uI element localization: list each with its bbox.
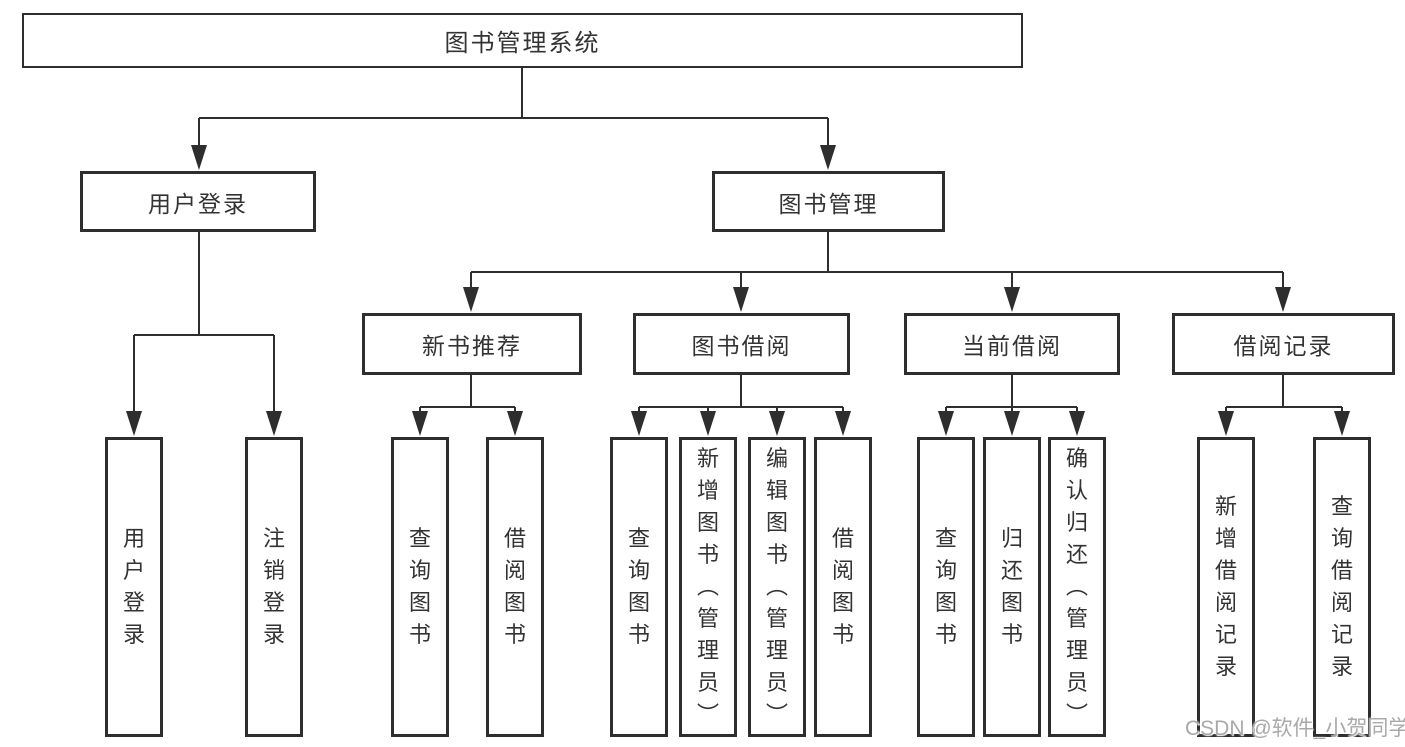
leaf-logout: 注 销 登 录 bbox=[245, 437, 303, 737]
leaf-query-books-current: 查 询 图 书 bbox=[917, 437, 975, 737]
node-label: 查 询 图 书 bbox=[408, 526, 431, 647]
node-label: 用 户 登 录 bbox=[122, 526, 145, 647]
node-label: 当前借阅 bbox=[962, 333, 1062, 359]
leaf-borrow-books: 借 阅 图 书 bbox=[814, 437, 872, 737]
node-label: 借阅记录 bbox=[1233, 333, 1334, 359]
node-label: 图书管理系统 bbox=[444, 30, 601, 57]
leaf-confirm-return-admin: 确 认 归 还 ︵ 管 理 员 ︶ bbox=[1048, 437, 1106, 737]
node-label: 查 询 借 阅 记 录 bbox=[1330, 494, 1353, 679]
leaf-edit-books-admin: 编 辑 图 书 ︵ 管 理 员 ︶ bbox=[748, 437, 806, 737]
leaf-user-login: 用 户 登 录 bbox=[105, 437, 163, 737]
node-book-borrowing: 图书借阅 bbox=[633, 313, 850, 375]
leaf-query-books-recommend: 查 询 图 书 bbox=[391, 437, 449, 737]
node-label: 注 销 登 录 bbox=[262, 526, 285, 647]
node-label: 查 询 图 书 bbox=[627, 526, 650, 647]
leaf-query-books-borrowing: 查 询 图 书 bbox=[610, 437, 668, 737]
node-label: 图书借阅 bbox=[691, 333, 792, 359]
node-label: 归 还 图 书 bbox=[1000, 526, 1023, 647]
node-label: 借 阅 图 书 bbox=[503, 526, 526, 647]
node-label: 用户登录 bbox=[148, 190, 248, 217]
node-label: 编 辑 图 书 ︵ 管 理 员 ︶ bbox=[765, 446, 788, 727]
leaf-add-borrow-record: 新 增 借 阅 记 录 bbox=[1197, 437, 1255, 737]
node-borrowing-records: 借阅记录 bbox=[1172, 313, 1395, 375]
node-label: 确 认 归 还 ︵ 管 理 员 ︶ bbox=[1065, 446, 1088, 727]
leaf-borrow-books-recommend: 借 阅 图 书 bbox=[486, 437, 544, 737]
node-label: 新书推荐 bbox=[422, 333, 522, 359]
node-label: 新 增 图 书 ︵ 管 理 员 ︶ bbox=[696, 446, 719, 727]
node-new-book-recommendation: 新书推荐 bbox=[362, 313, 582, 375]
node-label: 借 阅 图 书 bbox=[831, 526, 854, 647]
leaf-return-books: 归 还 图 书 bbox=[983, 437, 1041, 737]
node-label: 查 询 图 书 bbox=[934, 526, 957, 647]
node-current-borrowing: 当前借阅 bbox=[904, 313, 1120, 375]
node-user-login: 用户登录 bbox=[80, 171, 316, 232]
node-root-library-management-system: 图书管理系统 bbox=[22, 13, 1023, 68]
leaf-add-books-admin: 新 增 图 书 ︵ 管 理 员 ︶ bbox=[679, 437, 737, 737]
node-label: 图书管理 bbox=[778, 190, 879, 217]
csdn-watermark: CSDN @软件_小贺同学 bbox=[1185, 717, 1405, 740]
node-label: 新 增 借 阅 记 录 bbox=[1214, 494, 1237, 679]
arrowheads bbox=[126, 145, 1350, 436]
node-book-management: 图书管理 bbox=[712, 171, 945, 232]
leaf-query-borrow-record: 查 询 借 阅 记 录 bbox=[1313, 437, 1371, 737]
